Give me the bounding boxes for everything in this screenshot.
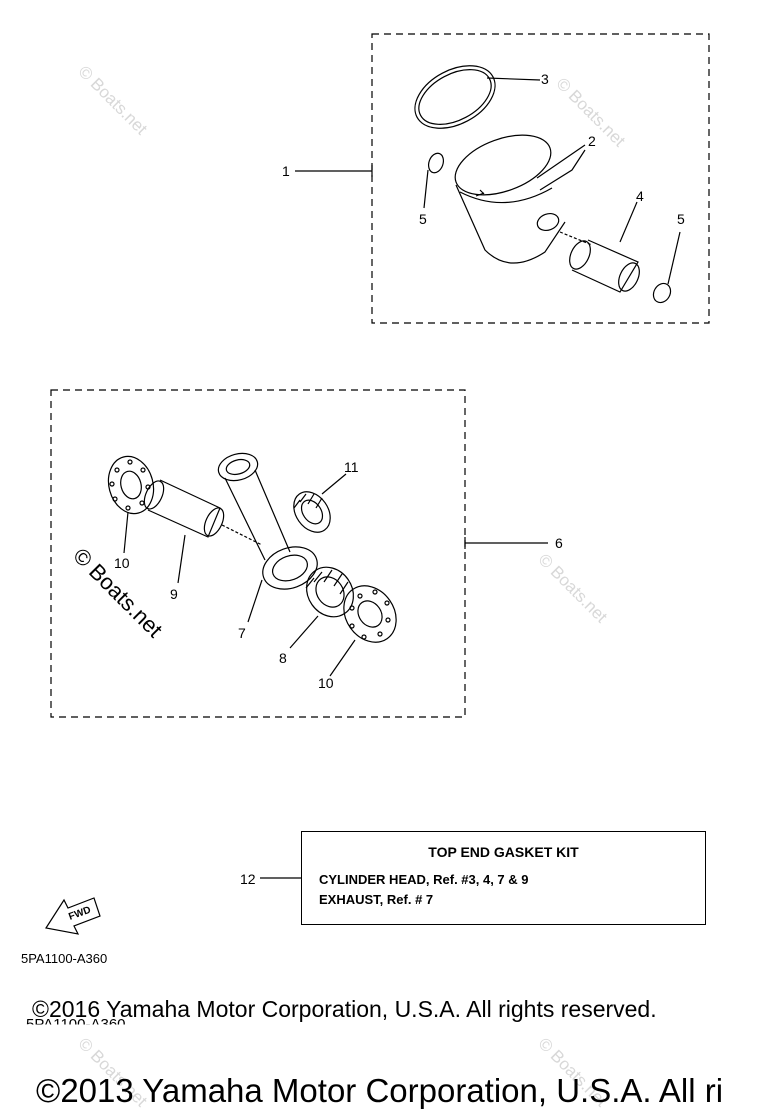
callout-6: 6 (555, 535, 563, 551)
small-end-bearing (293, 473, 347, 533)
fwd-arrow-icon (45, 897, 101, 935)
callout-7: 7 (238, 625, 246, 641)
piston-kit-box (371, 33, 710, 324)
big-end-bearing (289, 566, 354, 649)
callout-5-right: 5 (677, 211, 685, 227)
callout-8: 8 (279, 650, 287, 666)
crank-pin (143, 479, 263, 584)
callout-2: 2 (588, 133, 596, 149)
piston (454, 134, 586, 264)
circlip-right (652, 231, 681, 304)
diagram-code: 5PA1100-A360 (21, 951, 108, 966)
callout-3: 3 (541, 71, 549, 87)
thrust-washer-left (107, 455, 155, 554)
callout-12: 12 (240, 871, 256, 887)
callout-10-right: 10 (318, 675, 334, 691)
callout-4: 4 (636, 188, 644, 204)
connecting-rod (217, 452, 318, 623)
thrust-washer-right (329, 585, 397, 677)
copyright-2016: ©2016 Yamaha Motor Corporation, U.S.A. A… (32, 996, 657, 1022)
callout-11: 11 (344, 459, 359, 475)
callout-9: 9 (170, 586, 178, 602)
crank-kit-box (50, 389, 466, 718)
circlip-left (423, 152, 445, 209)
gasket-kit-title: TOP END GASKET KIT (428, 844, 579, 860)
gasket-kit-line-1: CYLINDER HEAD, Ref. #3, 4, 7 & 9 (319, 872, 529, 887)
diagram-code-ghost: 5PA1100-A360 (26, 1016, 126, 1033)
piston-pin (559, 201, 640, 293)
gasket-kit-line-2: EXHAUST, Ref. # 7 (319, 892, 434, 907)
piston-ring (414, 65, 541, 129)
gasket-kit-box: TOP END GASKET KIT CYLINDER HEAD, Ref. #… (301, 831, 706, 925)
callout-1: 1 (282, 163, 290, 179)
copyright-2013: ©2013 Yamaha Motor Corporation, U.S.A. A… (36, 1072, 724, 1109)
callout-5-left: 5 (419, 211, 427, 227)
callout-10-left: 10 (114, 555, 130, 571)
